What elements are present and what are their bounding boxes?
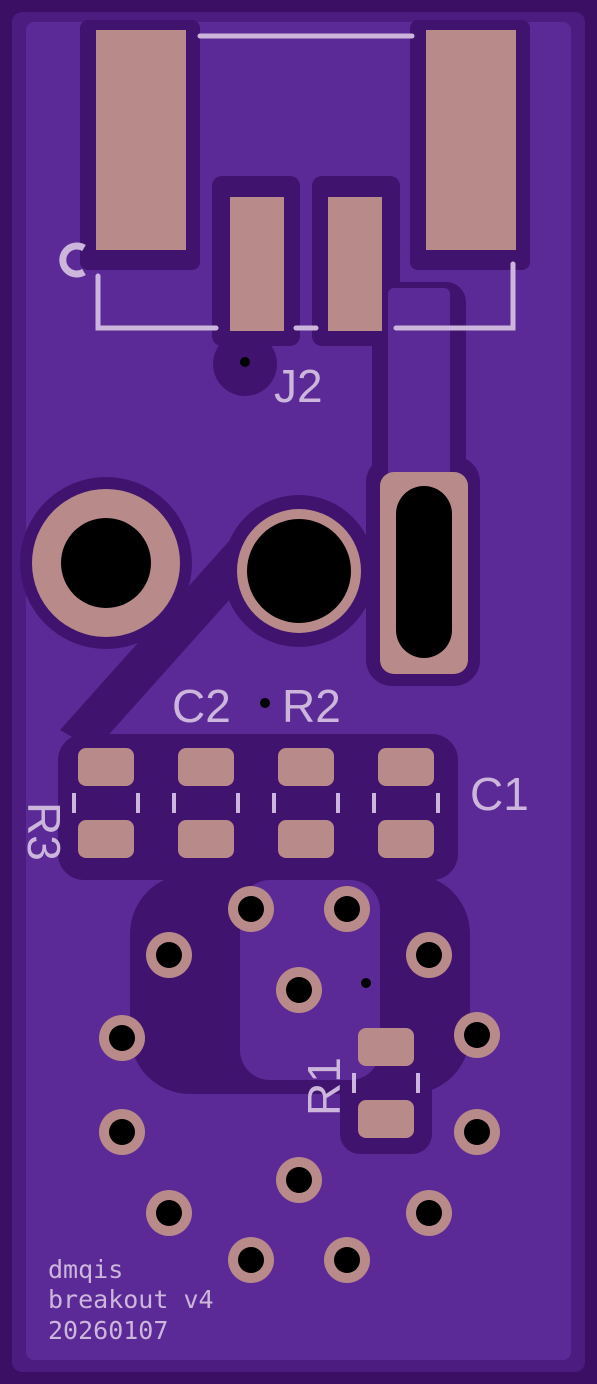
j2-pads [96,30,516,331]
label-j2: J2 [274,360,323,412]
via [361,978,371,988]
mounting-holes [32,472,468,674]
label-r3: R3 [18,802,70,861]
board-name: dmqis [48,1255,123,1284]
label-c1: C1 [470,768,529,820]
c2-footprint [172,748,240,858]
r2-footprint [272,748,340,858]
label-r1: R1 [298,1057,350,1116]
board-date: 20260107 [48,1316,168,1345]
label-r2: R2 [282,680,341,732]
j2-outline [95,33,516,331]
c1-footprint [372,748,440,858]
board-version: breakout v4 [48,1285,214,1314]
pin1-marker-icon [59,242,86,278]
label-c2: C2 [172,680,231,732]
smd-components [72,748,440,1138]
via [240,357,250,367]
r1-footprint [352,1028,420,1138]
socket-pins [99,886,500,1283]
r3-footprint [72,748,140,858]
via [260,698,270,708]
